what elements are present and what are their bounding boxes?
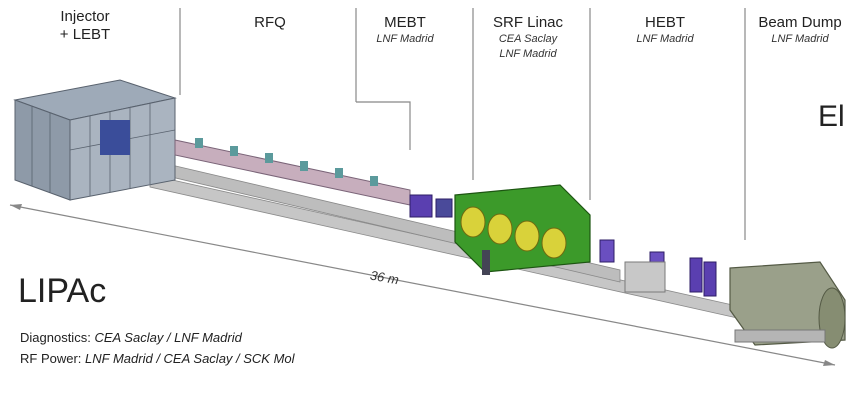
facility-name: LIPAc [18,272,107,310]
arrow-head [10,204,22,210]
section-title: RFQ [254,14,286,31]
source-block [100,120,130,155]
section-srf-label: SRF Linac CEA Saclay LNF Madrid [478,14,578,62]
section-mebt-label: MEBT LNF Madrid [365,14,445,47]
section-title-line2: + LEBT [59,26,111,43]
section-hebt-label: HEBT LNF Madrid [625,14,705,47]
rf-power-label: RF Power: [20,351,82,366]
diagnostics-label: Diagnostics: [20,330,91,345]
operator-figure [482,250,490,275]
section-sub: LNF Madrid [376,33,434,45]
rf-power-value: LNF Madrid / CEA Saclay / SCK Mol [85,351,295,366]
section-rfq-label: RFQ [240,14,300,32]
section-title: MEBT [384,14,426,31]
srf-cavities [460,206,567,259]
divider-line [356,101,411,150]
mebt-magnet [409,194,433,218]
beam-dump [689,257,846,349]
arrow-head [823,360,835,366]
section-title: HEBT [644,14,685,31]
section-sub: CEA Saclay [498,33,558,45]
length-arrow [9,204,836,366]
rf-power-credit: RF Power: LNF Madrid / CEA Saclay / SCK … [20,351,295,366]
section-title: Injector [60,8,110,25]
section-sub: LNF Madrid [636,33,694,45]
rfq-couplers [195,138,378,186]
section-injector-label: Injector + LEBT [45,8,125,44]
section-beamdump-label: Beam Dump LNF Madrid [745,14,855,47]
hebt-line [599,239,666,293]
diagnostics-value: CEA Saclay / LNF Madrid [94,330,242,345]
diagnostics-credit: Diagnostics: CEA Saclay / LNF Madrid [20,330,242,345]
section-title: Beam Dump [758,14,842,31]
section-title: SRF Linac [492,14,564,31]
cut-off-text: El [818,100,845,133]
section-sub2: LNF Madrid [499,48,557,60]
section-sub: LNF Madrid [771,33,829,45]
mebt-magnet [435,198,453,218]
